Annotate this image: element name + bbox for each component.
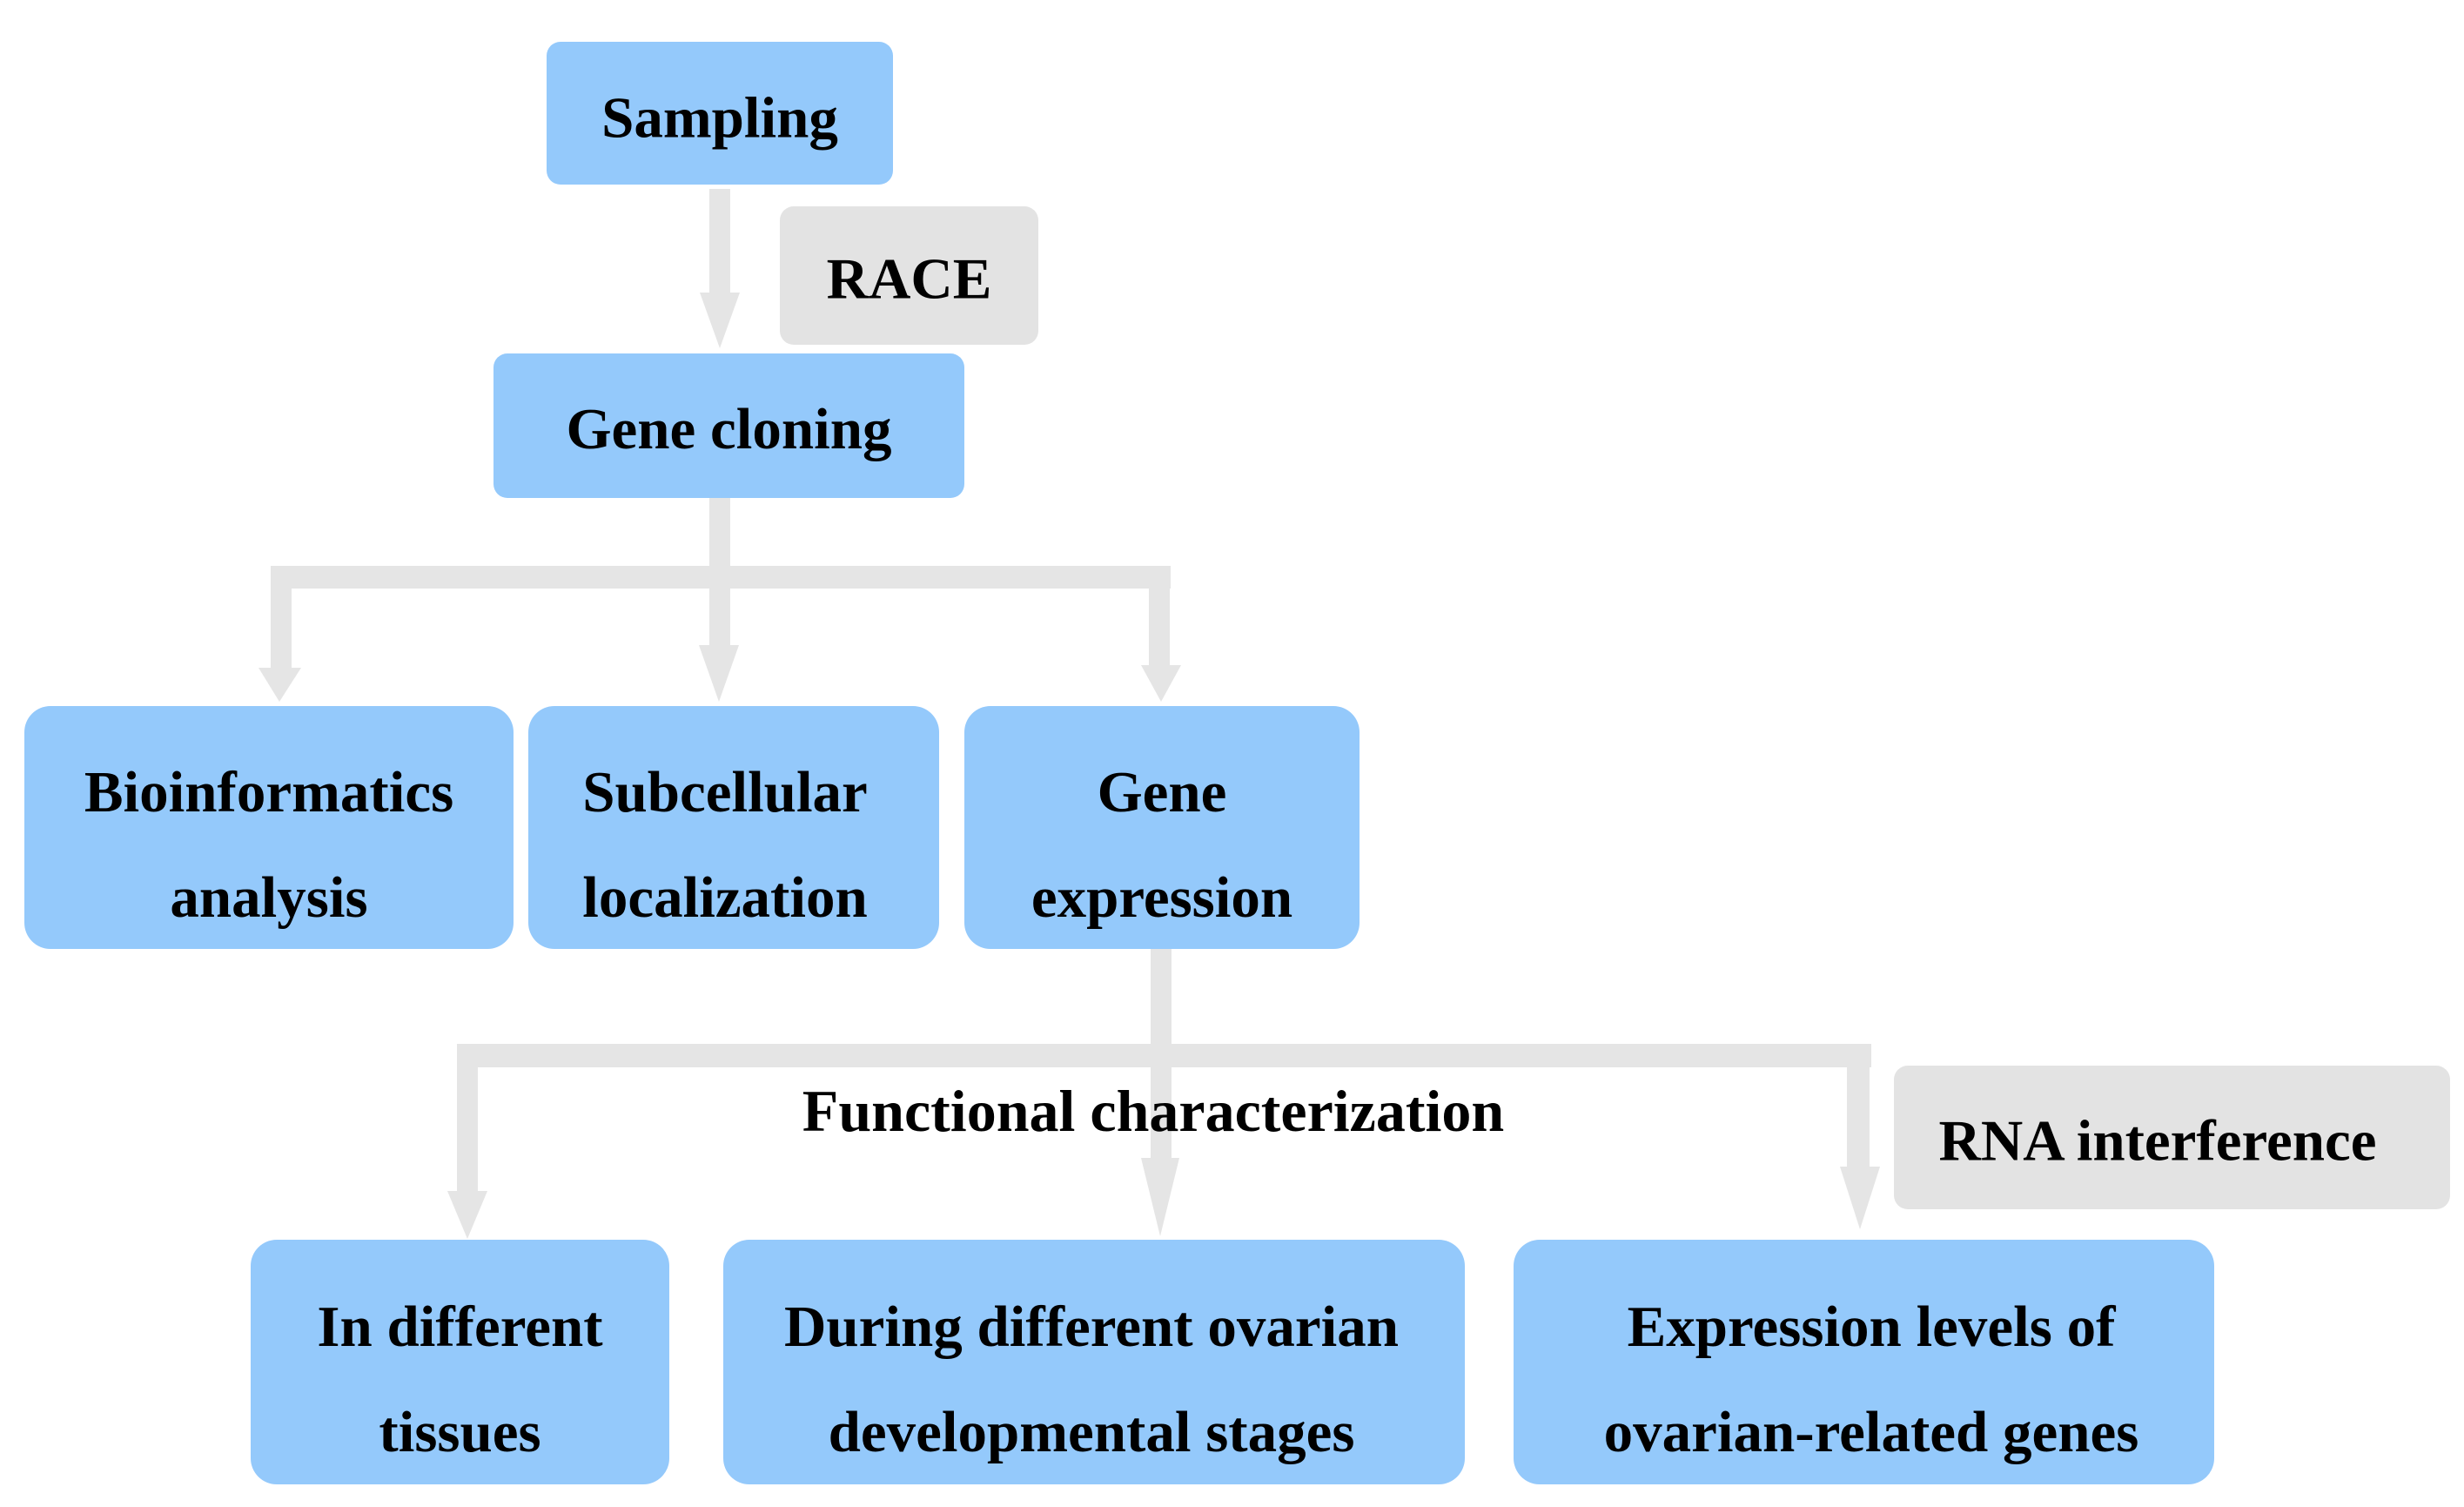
svg-text:Expression levels of: Expression levels of	[1628, 1295, 2117, 1359]
svg-text:tissues: tissues	[379, 1400, 540, 1464]
svg-text:Gene cloning: Gene cloning	[566, 397, 891, 461]
svg-text:During different ovarian: During different ovarian	[784, 1295, 1399, 1359]
svg-text:analysis: analysis	[170, 865, 367, 930]
svg-text:Subcellular: Subcellular	[582, 760, 868, 824]
svg-text:expression: expression	[1031, 865, 1292, 930]
svg-text:Gene: Gene	[1098, 760, 1227, 824]
svg-text:ovarian-related genes: ovarian-related genes	[1604, 1400, 2139, 1464]
svg-text:In different: In different	[317, 1295, 603, 1359]
svg-text:Bioinformatics: Bioinformatics	[84, 760, 453, 824]
svg-text:localization: localization	[582, 865, 868, 930]
svg-text:Sampling: Sampling	[601, 86, 838, 151]
svg-text:RNA interference: RNA interference	[1939, 1109, 2377, 1174]
svg-text:Functional characterization: Functional characterization	[802, 1078, 1504, 1144]
svg-text:developmental stages: developmental stages	[829, 1400, 1355, 1464]
svg-text:RACE: RACE	[827, 247, 992, 312]
